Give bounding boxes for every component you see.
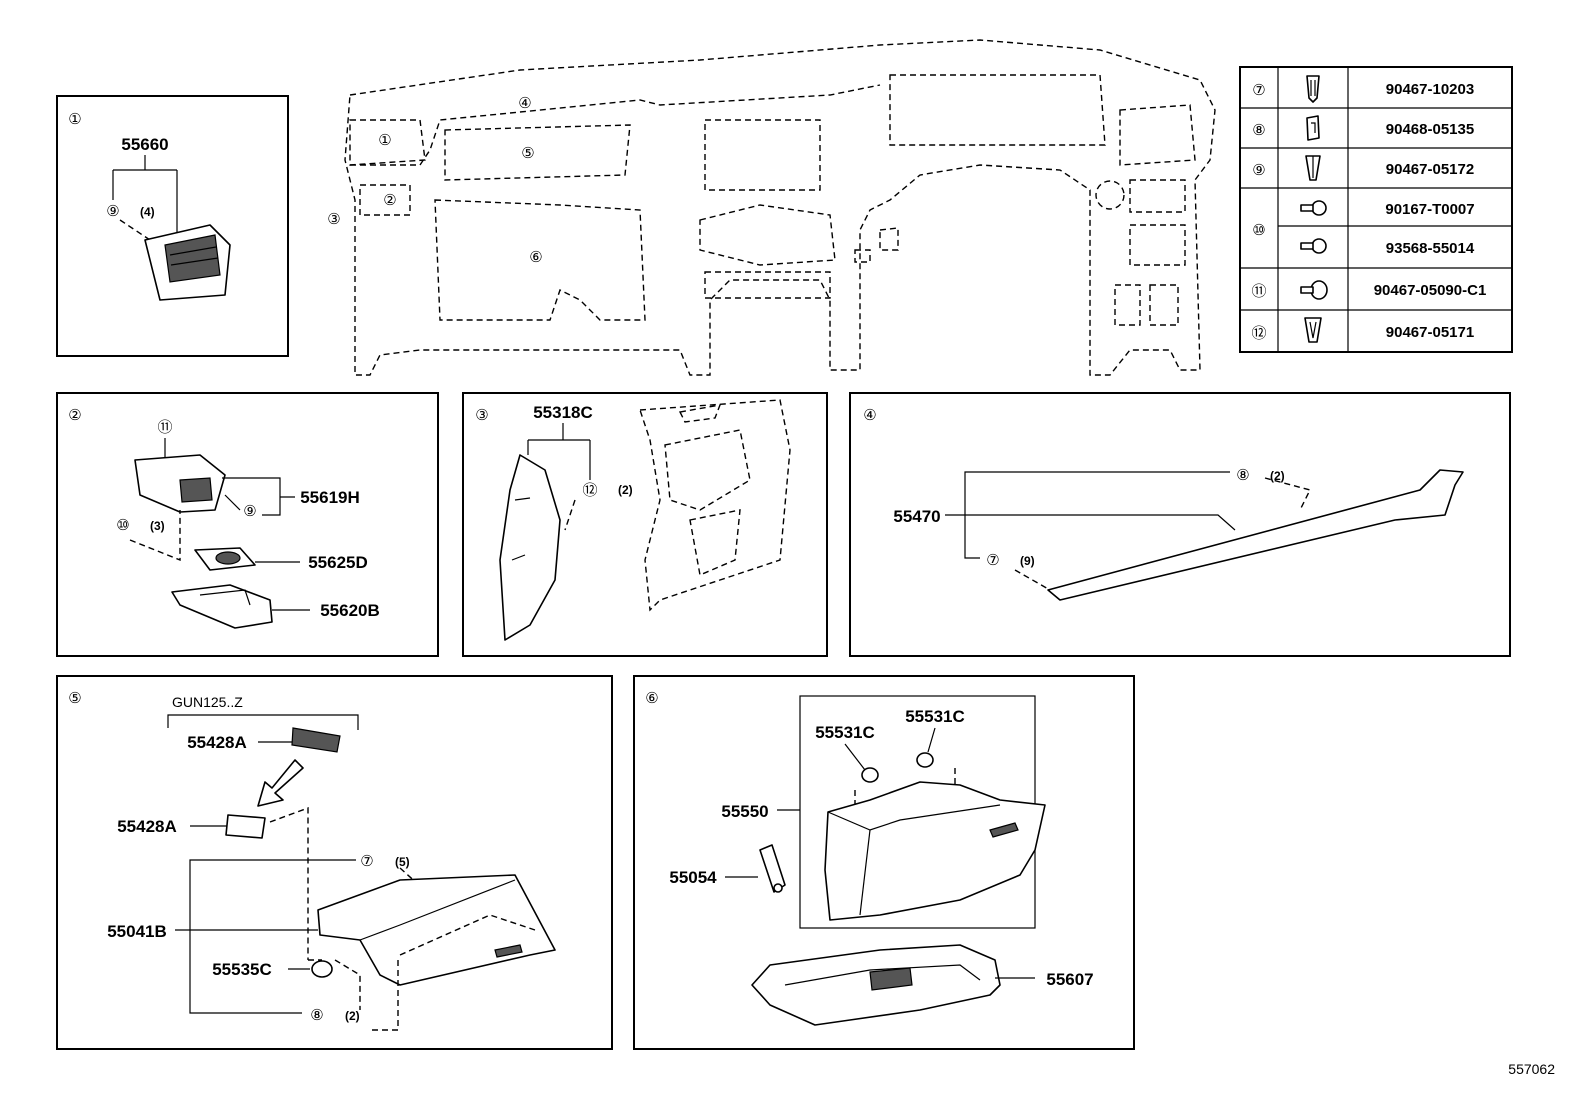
part-label-55470: 55470 (893, 507, 940, 526)
trim-strip-part (1047, 469, 1464, 601)
qty-label-a: (5) (395, 855, 410, 869)
table-part-90167-T0007: 90167-T0007 (1385, 201, 1474, 218)
arrow-icon (257, 759, 304, 807)
table-part-90468-05135: 90468-05135 (1386, 121, 1474, 138)
overview-callout-5: ⑤ (521, 145, 534, 162)
side-cover-part (499, 454, 561, 641)
table-part-93568-55014: 93568-55014 (1386, 240, 1475, 257)
qty-label: (2) (618, 483, 633, 497)
part-label-55607: 55607 (1046, 970, 1093, 989)
air-vent-part (144, 224, 231, 301)
glove-box-part (824, 781, 1046, 921)
part-label-55041B: 55041B (107, 922, 167, 941)
fastener-table: ⑦ ⑧ ⑨ ⑩ ⑪ ⑫ 90467-10203 90468-05135 9046… (1239, 66, 1513, 353)
table-ref-9: ⑨ (1252, 162, 1265, 179)
panel-4-number: ④ (863, 407, 876, 424)
screw-qty-label: (3) (150, 519, 165, 533)
switch-part (291, 727, 341, 753)
panel-3-number: ③ (475, 407, 488, 424)
clip-callout-8: ⑧ (310, 1007, 323, 1024)
screw-icon (1300, 200, 1327, 216)
overview-callout-4: ④ (518, 95, 531, 112)
screw-icon (1300, 238, 1327, 254)
stopper-part (861, 752, 934, 783)
table-ref-11: ⑪ (1251, 283, 1266, 300)
part-label-55660: 55660 (121, 135, 168, 154)
clip-icon (1304, 317, 1322, 343)
clip-icon (1306, 115, 1320, 141)
table-part-90467-05090-C1: 90467-05090-C1 (1374, 282, 1487, 299)
panel-3: ③ 55318C ⑫ (2) (462, 392, 828, 657)
overview-callout-6: ⑥ (529, 249, 542, 266)
panel-2-number: ② (68, 407, 81, 424)
qty-label-b: (9) (1020, 554, 1035, 568)
clip-callout-8: ⑧ (1236, 467, 1249, 484)
table-ref-10: ⑩ (1252, 222, 1265, 239)
clip-callout-9: ⑨ (106, 203, 119, 220)
pin-icon (1300, 280, 1328, 300)
table-ref-12: ⑫ (1251, 325, 1266, 342)
part-label-55531C-left: 55531C (815, 723, 875, 742)
clip-part (311, 960, 333, 978)
clip-callout-7: ⑦ (360, 853, 373, 870)
clip-icon (1306, 75, 1320, 103)
cup-holder-part (194, 547, 256, 571)
panel-6-number: ⑥ (645, 690, 658, 707)
table-part-90467-10203: 90467-10203 (1386, 81, 1474, 98)
part-label-55535C: 55535C (212, 960, 272, 979)
instrument-panel-overview: ① ② ③ ④ ⑤ ⑥ (327, 39, 1216, 376)
table-ref-7: ⑦ (1252, 82, 1265, 99)
part-label-55428A: 55428A (117, 817, 177, 836)
part-label-55531C-right: 55531C (905, 707, 965, 726)
qty-label: (4) (140, 205, 155, 219)
panel-5-number: ⑤ (68, 690, 81, 707)
upper-box-part (317, 874, 556, 986)
clip-callout-9: ⑨ (243, 503, 256, 520)
part-label-55318C: 55318C (533, 403, 593, 422)
overview-callout-2: ② (383, 192, 396, 209)
panel-2: ② ⑪ ⑨ 55619H ⑩ (3) 55625D 55620B (56, 392, 439, 657)
panel-6: ⑥ 55531C 55531C 55550 55054 55607 (633, 675, 1135, 1050)
clip-callout-12: ⑫ (582, 482, 597, 499)
part-label-55619H: 55619H (300, 488, 360, 507)
panel-5: ⑤ GUN125..Z 55428A 55428A ⑦ (5) 55041B 5… (56, 675, 613, 1050)
part-label-55550: 55550 (721, 802, 768, 821)
overview-callout-3: ③ (327, 211, 340, 228)
bracket-part (134, 454, 226, 513)
clip-icon (1305, 155, 1321, 181)
part-label-55625D: 55625D (308, 553, 368, 572)
damper-part (759, 844, 786, 893)
switch-part (225, 814, 266, 839)
clip-callout-7: ⑦ (986, 552, 999, 569)
table-part-90467-05171: 90467-05171 (1386, 324, 1474, 341)
screw-callout-10: ⑩ (116, 517, 129, 534)
qty-label-b: (2) (345, 1009, 360, 1023)
panel-4: ④ ⑧ (2) 55470 ⑦ (9) (849, 392, 1511, 657)
dashboard-lower-section (639, 399, 791, 612)
panel-1-number: ① (68, 111, 81, 128)
qty-label-a: (2) (1270, 469, 1285, 483)
model-label: GUN125..Z (172, 694, 243, 710)
pin-callout-11: ⑪ (157, 419, 172, 436)
tray-part (171, 584, 273, 629)
part-label-55428A-top: 55428A (187, 733, 247, 752)
table-ref-8: ⑧ (1252, 122, 1265, 139)
overview-callout-1: ① (378, 132, 391, 149)
part-label-55054: 55054 (669, 868, 717, 887)
panel-1: ① 55660 ⑨ (4) (56, 95, 289, 357)
diagram-id: 557062 (1508, 1061, 1555, 1077)
table-part-90467-05172: 90467-05172 (1386, 161, 1474, 178)
glove-door-part (751, 944, 1001, 1026)
part-label-55620B: 55620B (320, 601, 380, 620)
